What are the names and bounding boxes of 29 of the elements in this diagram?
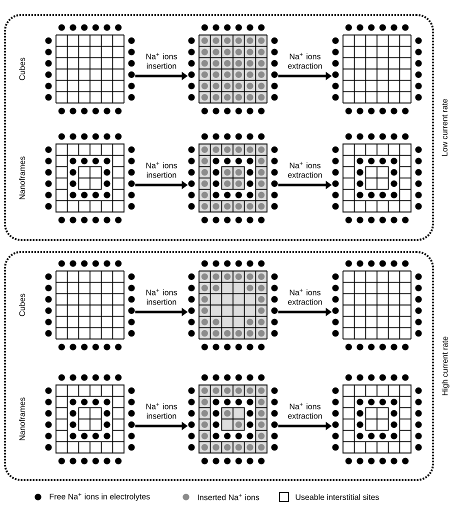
lattice-drawing	[332, 374, 422, 464]
edge-label: Na$^{+}$ ions insertion	[146, 402, 177, 419]
legend-text: Inserted Na$^{+}$ ions	[198, 494, 260, 500]
rate-label: Low current rate	[442, 98, 448, 156]
lattice-drawing	[45, 260, 135, 350]
row-label: Nanoframes	[19, 156, 25, 200]
edge-label: Na$^{+}$ ions extraction	[288, 162, 322, 178]
lattice-drawing	[188, 260, 278, 350]
edge-label: Na$^{+}$ ions insertion	[146, 162, 177, 178]
lattice-drawing	[45, 24, 135, 114]
lattice-drawing	[45, 133, 135, 224]
lattice-drawing	[188, 24, 278, 114]
edge-label: Na$^{+}$ ions extraction	[288, 52, 322, 69]
lattice-drawing	[332, 133, 422, 224]
lattice-drawing	[332, 260, 422, 350]
edge-label: Na$^{+}$ ions insertion	[146, 288, 177, 305]
rate-label: High current rate	[442, 336, 450, 396]
lattice-drawing	[188, 133, 278, 224]
row-label: Cubes	[19, 58, 25, 80]
legend-text: Free Na$^{+}$ ions in electrolytes	[50, 493, 150, 501]
lattice-drawing	[332, 24, 422, 114]
edge-label: Na$^{+}$ ions extraction	[288, 402, 322, 419]
edge-label: Na$^{+}$ ions insertion	[146, 52, 177, 69]
row-label: Cubes	[19, 294, 25, 316]
lattice-drawing	[188, 374, 278, 464]
row-label: Nanoframes	[19, 398, 25, 440]
edge-label: Na$^{+}$ ions extraction	[288, 288, 322, 305]
lattice-drawing	[45, 374, 135, 464]
legend-text: Useable interstitial sites	[296, 494, 379, 500]
